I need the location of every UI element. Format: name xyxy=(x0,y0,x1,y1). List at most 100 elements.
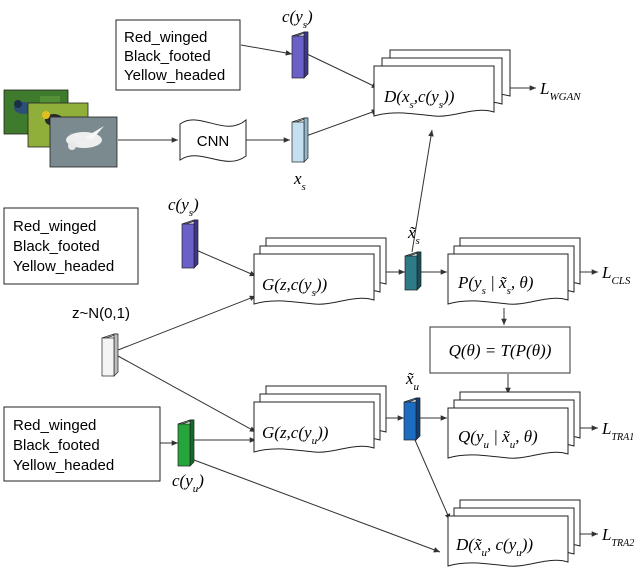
label-text: x̃ xyxy=(405,369,414,388)
module-text: , θ) xyxy=(511,273,534,292)
module-subscript: u xyxy=(516,547,522,559)
svg-text:LTRA2: LTRA2 xyxy=(601,525,634,549)
label-text: c(y xyxy=(282,7,303,26)
cnn-label: CNN xyxy=(197,133,230,150)
attribute-text: Red_winged xyxy=(124,29,207,46)
svg-text:x̃u: x̃u xyxy=(405,369,420,393)
svg-text:LTRA1: LTRA1 xyxy=(601,419,634,443)
svg-text:P(ys | x̃s, θ): P(ys | x̃s, θ) xyxy=(457,273,534,297)
module-discriminator-seen: D(xs,c(ys)) xyxy=(373,49,511,117)
vector-xs xyxy=(291,117,309,163)
label-text: ) xyxy=(197,471,204,490)
attribute-text: Red_winged xyxy=(13,417,96,434)
label-cys-mid: c(ys) xyxy=(168,195,199,219)
attribute-text: Yellow_headed xyxy=(13,258,114,275)
loss-wgan: LWGAN xyxy=(539,79,581,103)
attribute-text: Black_footed xyxy=(13,437,100,454)
module-text: )) xyxy=(315,275,328,294)
vector-z xyxy=(101,333,119,377)
cnn-block: CNN xyxy=(179,118,247,162)
label-subscript: s xyxy=(303,19,307,31)
attribute-text: Red_winged xyxy=(13,218,96,235)
module-generator-seen: G(z,c(ys)) xyxy=(253,237,387,305)
svg-text:D(x̃u, c(yu)): D(x̃u, c(yu)) xyxy=(455,535,533,559)
module-subscript: s xyxy=(507,285,511,297)
module-text: , θ) xyxy=(515,427,538,446)
svg-text:LWGAN: LWGAN xyxy=(539,79,581,103)
loss-subscript: CLS xyxy=(611,275,630,287)
module-subscript: u xyxy=(510,439,516,451)
edge-xs-tilde-to-d-top xyxy=(411,129,434,253)
label-text: x̃ xyxy=(407,223,416,242)
attribute-text: Black_footed xyxy=(13,238,100,255)
attribute-text: Black_footed xyxy=(124,48,211,65)
svg-text:c(ys): c(ys) xyxy=(168,195,199,219)
loss-subscript: WGAN xyxy=(549,91,581,103)
module-classifier-seen: P(ys | x̃s, θ) xyxy=(447,237,581,305)
edge-cys-mid-to-g-seen xyxy=(195,249,257,277)
module-subscript: s xyxy=(439,99,443,111)
label-text: c(y xyxy=(172,471,193,490)
attribute-box-middle: Red_winged Black_footed Yellow_headed xyxy=(3,207,139,285)
label-subscript: u xyxy=(414,381,420,393)
module-text: Q(θ) = T(P(θ)) xyxy=(449,341,552,360)
label-xu-tilde: x̃u xyxy=(405,369,420,393)
loss-tra2: LTRA2 xyxy=(601,525,634,549)
attribute-box-top: Red_winged Black_footed Yellow_headed xyxy=(115,19,241,91)
loss-text: L xyxy=(601,419,611,438)
module-text: | x̃ xyxy=(489,427,510,446)
module-text: G(z,c(y xyxy=(262,275,312,294)
svg-text:xs: xs xyxy=(293,169,306,193)
svg-text:x̃s: x̃s xyxy=(407,223,420,247)
module-text: Q(y xyxy=(458,427,484,446)
svg-text:LCLS: LCLS xyxy=(601,263,631,287)
module-text: )) xyxy=(316,423,329,442)
module-text: G(z,c(y xyxy=(262,423,312,442)
bird-image-front xyxy=(49,116,118,168)
module-text: | x̃ xyxy=(486,273,507,292)
edge-xs-to-d-top xyxy=(305,109,379,137)
bird-image-stack xyxy=(3,89,118,168)
vector-cys-top xyxy=(291,31,309,79)
module-text: )) xyxy=(442,87,455,106)
loss-text: L xyxy=(539,79,549,98)
edge-attr-top-to-cys xyxy=(240,44,293,56)
loss-text: L xyxy=(601,525,611,544)
vector-cys-mid xyxy=(181,219,199,269)
module-text: P(y xyxy=(457,273,482,292)
attribute-box-bottom: Red_winged Black_footed Yellow_headed xyxy=(3,406,161,482)
noise-label: z~N(0,1) xyxy=(72,305,130,322)
label-text: c(y xyxy=(168,195,189,214)
module-subscript: s xyxy=(409,99,413,111)
label-subscript: s xyxy=(189,207,193,219)
attribute-text: Yellow_headed xyxy=(13,457,114,474)
svg-text:Q(yu | x̃u, θ): Q(yu | x̃u, θ) xyxy=(458,427,538,451)
edge-xu-tilde-to-d-bottom xyxy=(414,439,451,521)
module-subscript: s xyxy=(482,285,486,297)
loss-cls: LCLS xyxy=(601,263,631,287)
module-subscript: u xyxy=(483,439,489,451)
module-subscript: u xyxy=(481,547,487,559)
module-text: ,c(y xyxy=(414,87,439,106)
edge-cys-to-d-top xyxy=(306,53,379,89)
vector-xs-tilde xyxy=(404,251,422,291)
label-cys-top: c(ys) xyxy=(282,7,313,31)
module-subscript: u xyxy=(312,435,318,447)
module-text: , c(y xyxy=(487,535,517,554)
loss-text: L xyxy=(601,263,611,282)
module-text: D(x̃ xyxy=(455,535,482,554)
label-subscript: u xyxy=(193,483,199,495)
label-text: ) xyxy=(306,7,313,26)
svg-text:G(z,c(yu)): G(z,c(yu)) xyxy=(262,423,329,447)
vector-xu-tilde xyxy=(403,397,421,441)
loss-tra1: LTRA1 xyxy=(601,419,634,443)
module-generator-unseen: G(z,c(yu)) xyxy=(253,385,387,453)
label-subscript: s xyxy=(416,235,420,247)
svg-text:c(yu): c(yu) xyxy=(172,471,204,495)
svg-text:c(ys): c(ys) xyxy=(282,7,313,31)
edge-z-to-g-unseen xyxy=(117,355,257,433)
label-xs: xs xyxy=(293,169,306,193)
label-xs-tilde: x̃s xyxy=(407,223,420,247)
loss-subscript: TRA1 xyxy=(611,432,634,443)
